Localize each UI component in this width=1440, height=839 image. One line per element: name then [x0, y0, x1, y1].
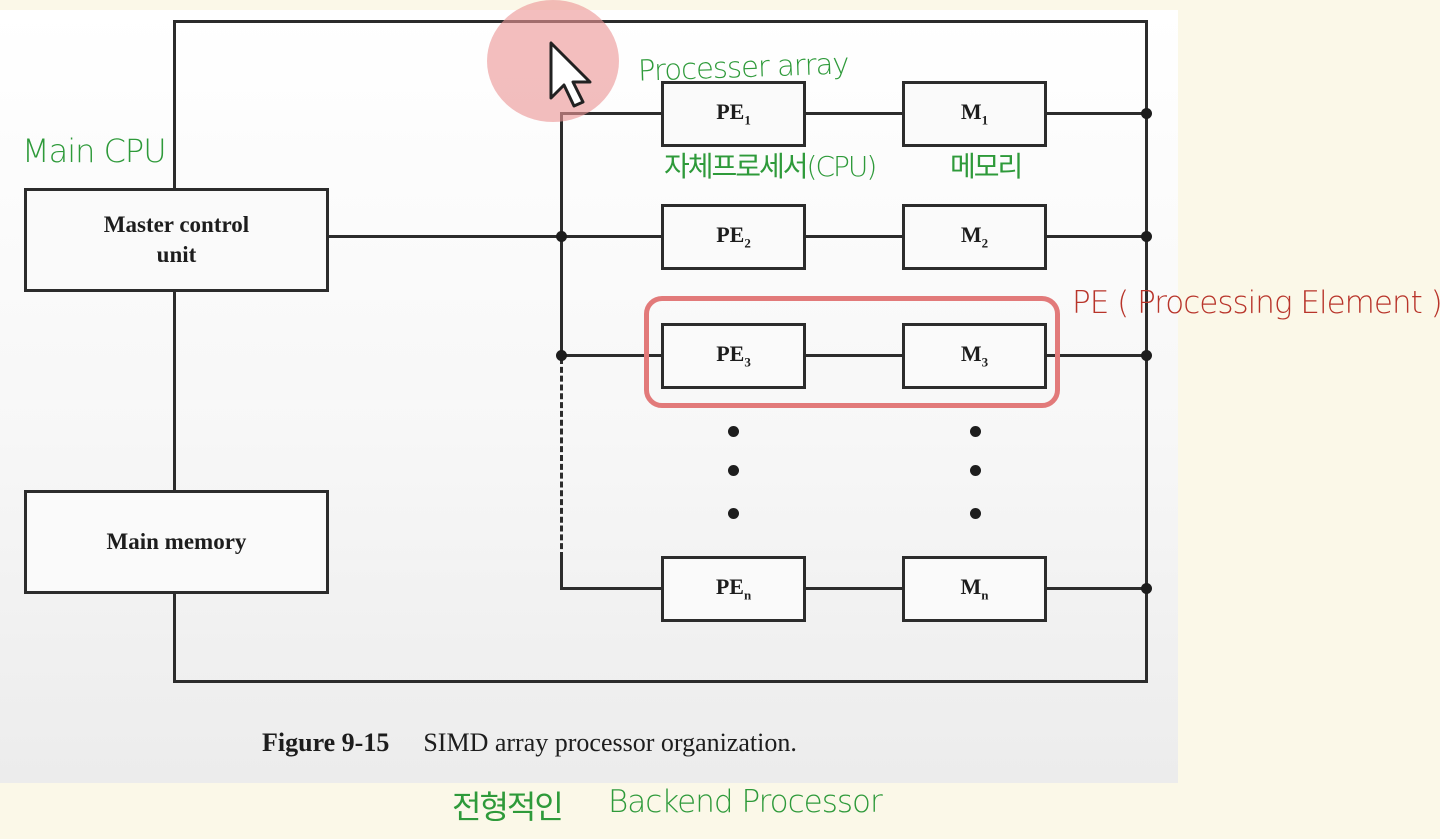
- pe-box-n: PEn: [661, 556, 806, 622]
- bus-top: [173, 20, 1148, 23]
- m-subscript: n: [981, 587, 989, 603]
- m-label: M: [960, 341, 982, 367]
- junction-dot: [556, 350, 567, 361]
- caption-number: Figure 9-15: [262, 728, 390, 757]
- main-memory-box: Main memory: [24, 490, 329, 594]
- m-subscript: 2: [981, 235, 989, 251]
- ellipsis-dot: [728, 508, 739, 519]
- pe-label: PE: [715, 574, 744, 600]
- m-box-1: M1: [902, 81, 1047, 147]
- bus-left-bottom: [173, 592, 176, 682]
- junction-dot: [556, 231, 567, 242]
- m-subscript: 1: [981, 112, 989, 128]
- m-subscript: 3: [981, 354, 989, 370]
- ellipsis-dot: [970, 426, 981, 437]
- annotation-own-processor: 자체프로세서(CPU): [664, 150, 877, 183]
- annotation-bottom-english: Backend Processor: [608, 784, 883, 820]
- master-control-unit-box: Master control unit: [24, 188, 329, 292]
- annotation-main-cpu: Main CPU: [22, 132, 167, 170]
- pe-box-1: PE1: [661, 81, 806, 147]
- ellipsis-dot: [970, 465, 981, 476]
- bus-bottom: [173, 680, 1148, 683]
- pe-label: PE: [716, 222, 745, 248]
- pe-subscript: 1: [744, 112, 751, 128]
- m-box-3: M3: [902, 323, 1047, 389]
- m-box-n: Mn: [902, 556, 1047, 622]
- junction-dot: [1141, 350, 1152, 361]
- mouse-pointer-icon: [549, 41, 592, 108]
- annotation-pe-note: PE ( Processing Element ): [1072, 285, 1440, 321]
- pe-vertical-bus-dashed: [560, 358, 563, 558]
- pe-subscript: 3: [744, 354, 751, 370]
- control-line: [327, 235, 563, 238]
- m-label: M: [960, 99, 982, 125]
- junction-dot: [1141, 583, 1152, 594]
- m-label: M: [960, 222, 982, 248]
- figure-caption: Figure 9-15 SIMD array processor organiza…: [262, 728, 797, 758]
- annotation-memory: 메모리: [950, 150, 1023, 183]
- pe-subscript: n: [743, 587, 752, 603]
- pe-box-2: PE2: [661, 204, 806, 270]
- junction-dot: [1141, 108, 1152, 119]
- row2-line: [560, 235, 1148, 238]
- ellipsis-dot: [970, 508, 981, 519]
- row1-line: [560, 112, 1148, 115]
- bus-left-middle: [173, 290, 176, 492]
- m-box-2: M2: [902, 204, 1047, 270]
- rown-line: [560, 587, 1148, 590]
- bus-left-top: [173, 20, 176, 190]
- pe-box-3: PE3: [661, 323, 806, 389]
- pe-vertical-bus-bottom: [560, 555, 563, 590]
- junction-dot: [1141, 231, 1152, 242]
- m-label: M: [960, 574, 982, 600]
- row3-line: [560, 354, 1148, 357]
- annotation-bottom-korean: 전형적인: [452, 788, 564, 826]
- main-memory-label: Main memory: [106, 529, 247, 554]
- pe-label: PE: [716, 99, 745, 125]
- pe-subscript: 2: [744, 235, 751, 251]
- master-control-unit-label: Master control unit: [103, 212, 250, 267]
- ellipsis-dot: [728, 426, 739, 437]
- caption-text: SIMD array processor organization.: [423, 728, 797, 757]
- ellipsis-dot: [728, 465, 739, 476]
- pe-highlight-outline: [644, 296, 1060, 408]
- pe-label: PE: [716, 341, 745, 367]
